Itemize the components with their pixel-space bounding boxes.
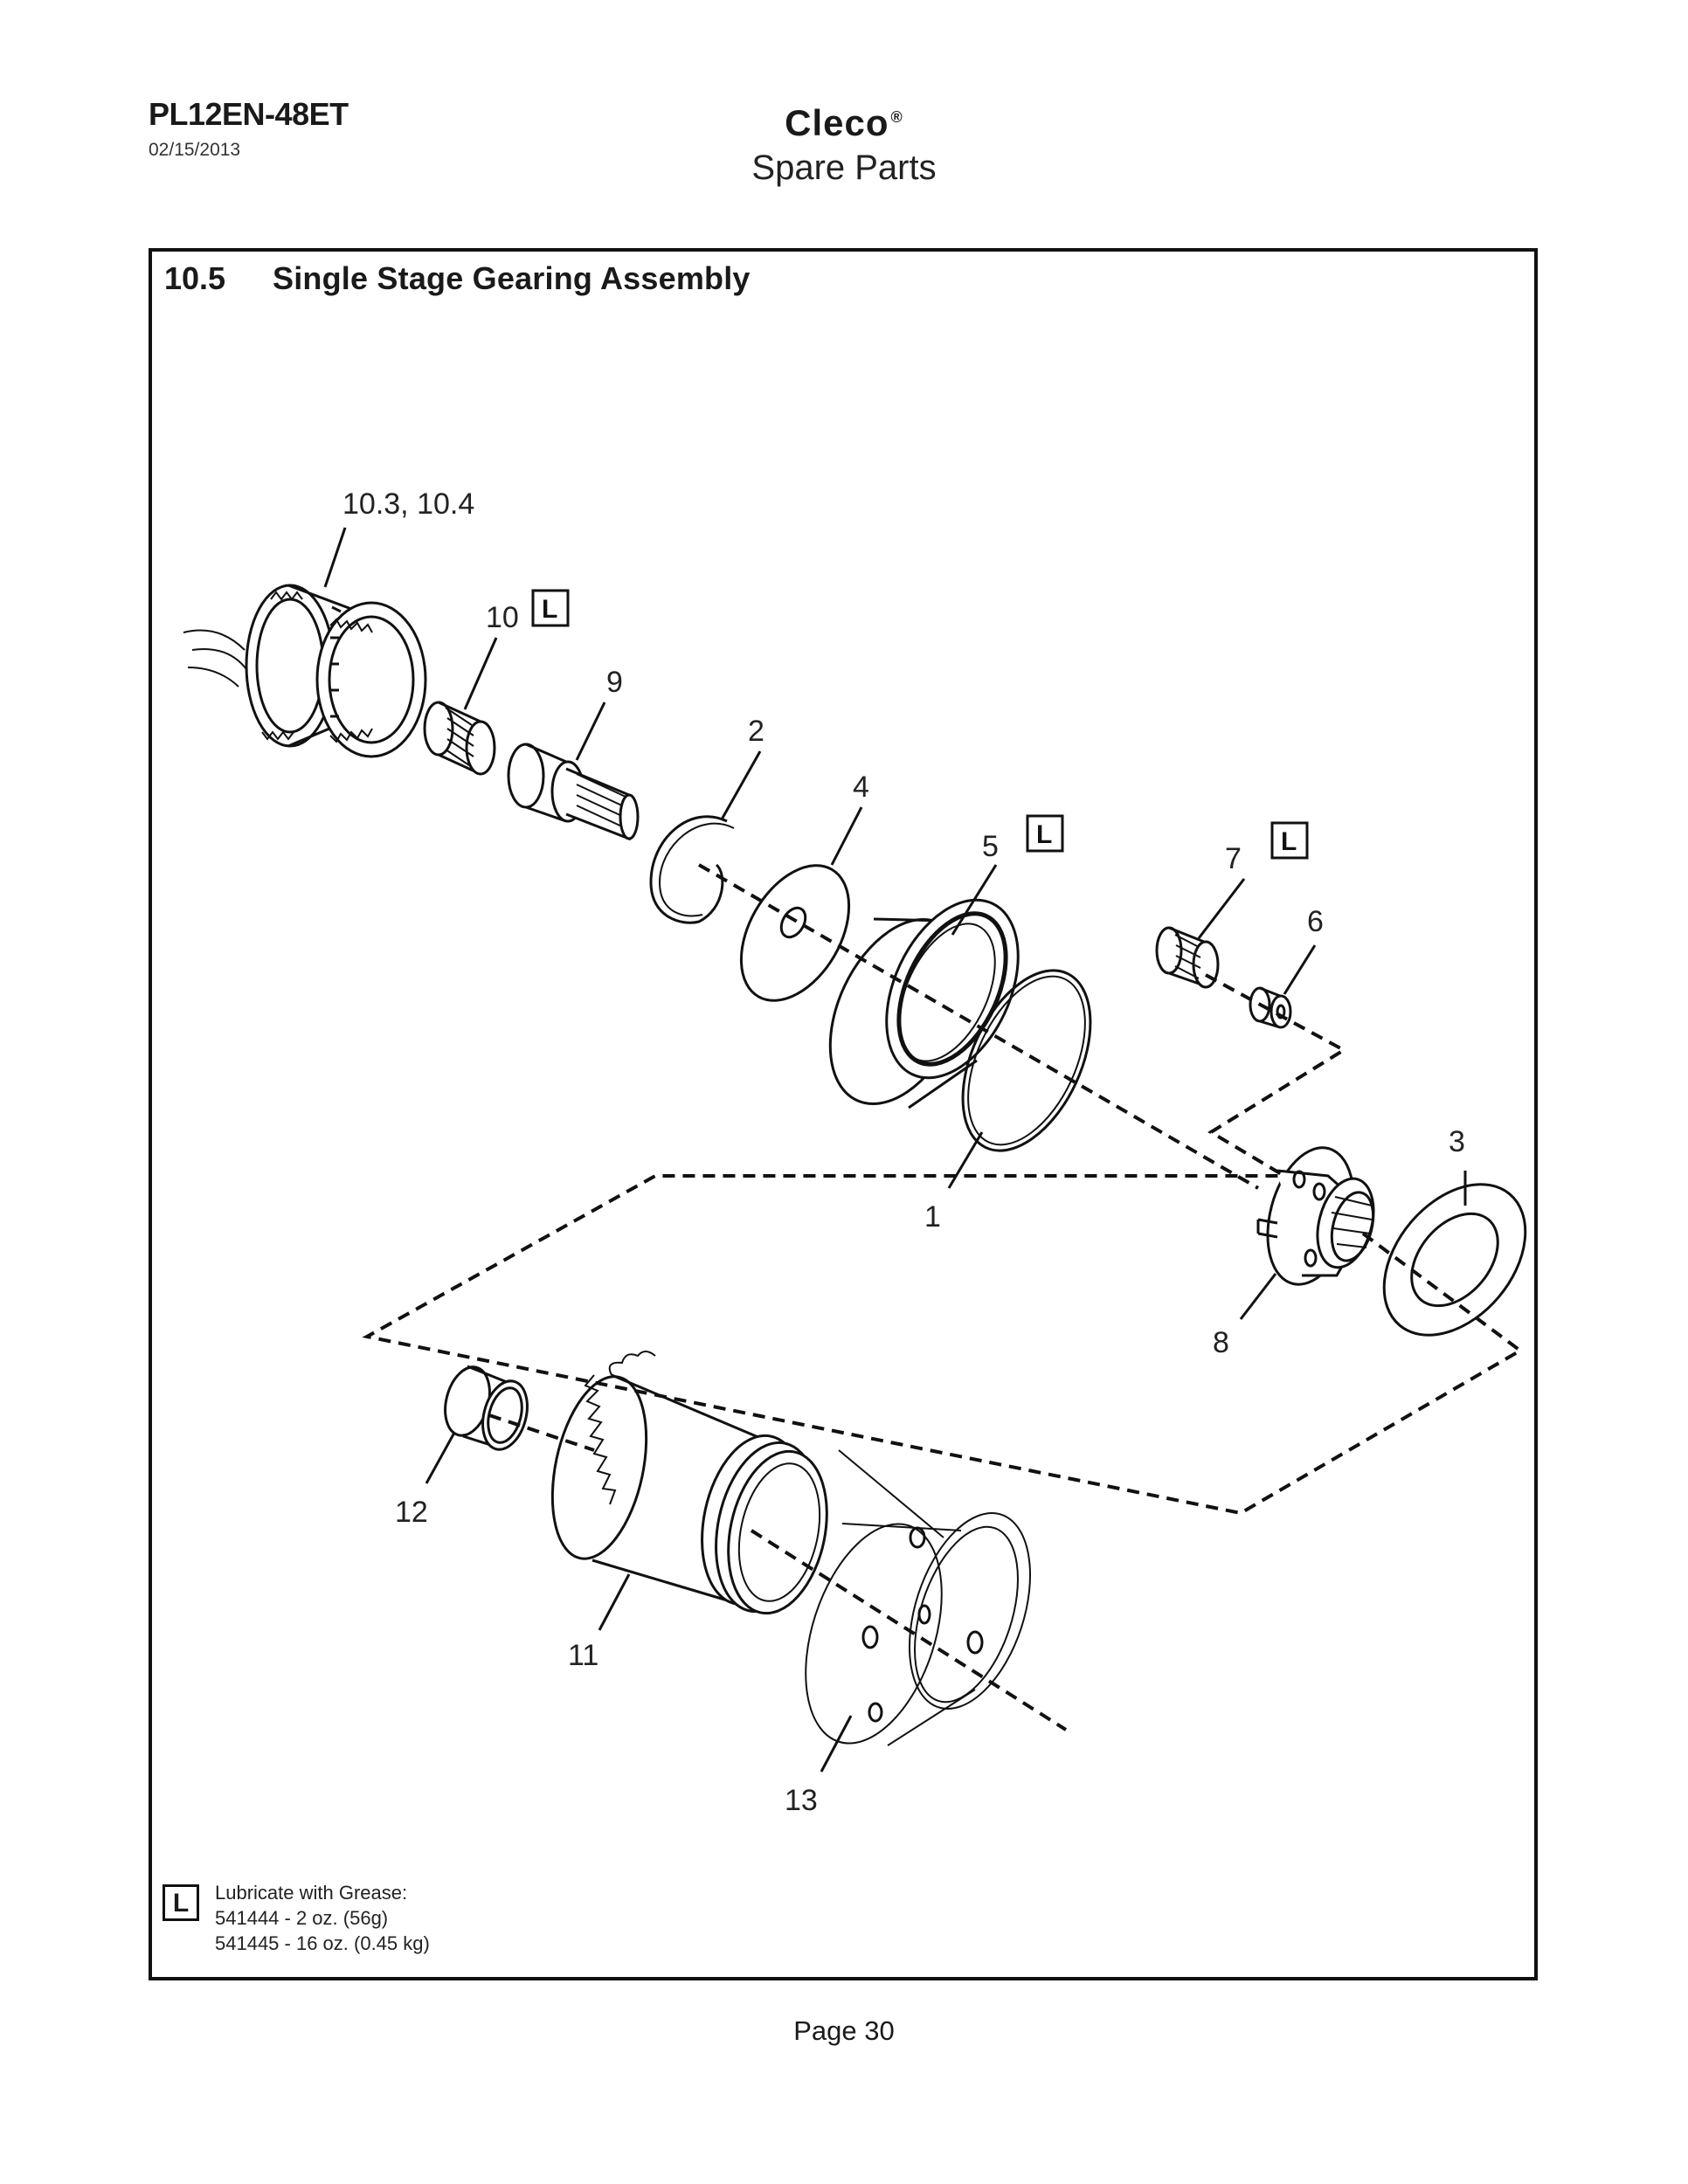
legend-text: Lubricate with Grease: 541444 - 2 oz. (5…: [215, 1880, 430, 1956]
leader-lines: [323, 527, 1467, 1773]
planet-carrier-8: [1256, 1146, 1375, 1286]
brand-name: Cleco®: [0, 102, 1688, 144]
callout-7: 7: [1225, 842, 1242, 875]
lube-marker-text: L: [1281, 827, 1297, 856]
section-number: 10.5: [164, 260, 226, 296]
lube-marker-text: L: [542, 595, 557, 624]
legend-lube-symbol: L: [163, 1884, 199, 1921]
lube-marker-part-5: L: [1026, 814, 1064, 853]
legend-item: 541445 - 16 oz. (0.45 kg): [215, 1932, 430, 1954]
callout-11: 11: [568, 1639, 598, 1672]
assembly-lines: [362, 863, 1524, 1731]
document-id: PL12EN-48ET: [149, 96, 349, 132]
needle-bearing-10: [423, 701, 496, 776]
lube-marker-text: L: [1036, 820, 1052, 849]
brand-subtitle: Spare Parts: [751, 149, 937, 187]
callout-4: 4: [853, 771, 869, 804]
brand-text: Cleco: [785, 102, 889, 143]
page-number: Page 30: [793, 2015, 895, 2046]
thrust-washer-4: [739, 864, 851, 1002]
callout-12: 12: [395, 1496, 428, 1529]
registered-mark: ®: [890, 108, 903, 126]
lube-marker-part-10: L: [531, 589, 570, 627]
retaining-ring-2: [649, 815, 728, 924]
legend-item: 541444 - 2 oz. (56g): [215, 1907, 389, 1929]
gear-case-13: [805, 1449, 1032, 1746]
callout-1: 1: [924, 1200, 941, 1234]
legend-title: Lubricate with Grease:: [215, 1882, 408, 1904]
document-date: 02/15/2013: [149, 140, 241, 160]
callout-10: 10: [486, 601, 519, 634]
callout-2: 2: [748, 715, 764, 748]
planet-bearing-7: [1155, 926, 1220, 989]
callout-5: 5: [982, 830, 999, 863]
lube-marker-part-7: L: [1270, 821, 1309, 860]
ring-gear-housing: [183, 584, 427, 758]
callout-3: 3: [1449, 1125, 1465, 1158]
diagram-frame: [149, 248, 1538, 1980]
callout-13: 13: [785, 1784, 818, 1817]
callout-6: 6: [1307, 905, 1324, 938]
bushing-12: [444, 1365, 529, 1451]
callout-8: 8: [1213, 1326, 1229, 1359]
callout-10-3-10-4: 10.3, 10.4: [342, 487, 474, 521]
thrust-washer-3: [1382, 1183, 1527, 1337]
callout-9: 9: [606, 666, 623, 699]
ring-gear-11: [550, 1351, 828, 1615]
sun-gear-shaft-9: [507, 743, 640, 841]
section-title: Single Stage Gearing Assembly: [273, 260, 751, 296]
